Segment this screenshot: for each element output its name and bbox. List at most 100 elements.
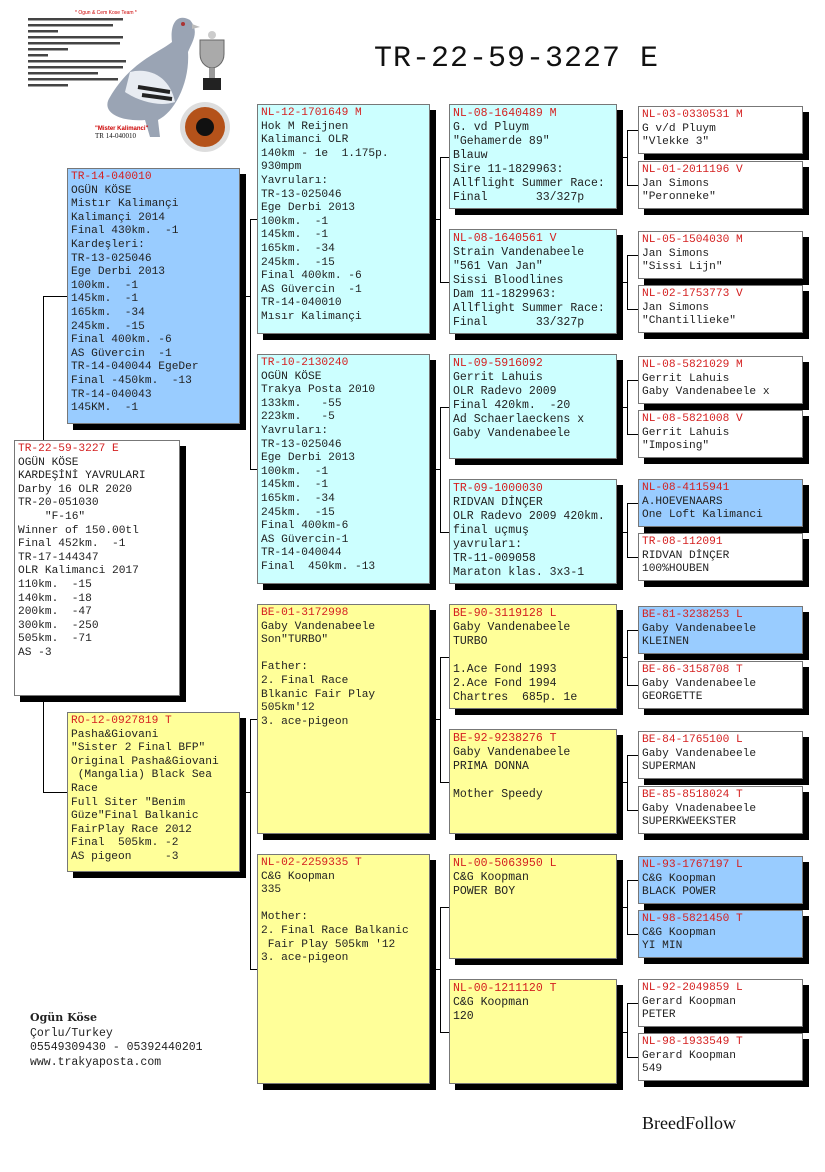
connector-line — [627, 1003, 628, 1057]
pigeon-info-line: Gerrit Lahuis — [642, 372, 730, 385]
pigeon-info-line: TR-14-040043 — [71, 388, 152, 401]
pigeon-info-line: Gerrit Lahuis — [642, 426, 730, 439]
pigeon-info-line: AS Güvercin -1 — [71, 347, 172, 360]
pigeon-info-line: AS Güvercin -1 — [261, 283, 362, 296]
breeder-website[interactable]: www.trakyaposta.com — [30, 1055, 162, 1069]
trophy-icon — [199, 31, 225, 90]
pigeon-info-line: SUPERMAN — [642, 761, 696, 774]
page-title: TR-22-59-3227 E — [374, 42, 660, 76]
pigeon-info-line: AS Güvercin-1 — [261, 533, 349, 546]
pigeon-info-line: Gaby Vandenabeele — [642, 677, 757, 690]
pigeon-info-line: 223km. -5 — [261, 411, 335, 424]
connector-line — [440, 156, 449, 158]
pigeon-info-line: TR-11-009058 — [453, 552, 536, 565]
pigeon-info-line: Son"TURBO" — [261, 634, 329, 647]
pigeon-info-line: C&G Koopman — [453, 871, 529, 884]
pigeon-info-line: Final 420km. -20 — [453, 399, 571, 412]
connector-line — [440, 156, 441, 282]
connector-line — [440, 906, 441, 1032]
pigeon-photo: * Ogun & Cem Kose Team * "Mister Kaliman… — [20, 2, 250, 157]
pigeon-info-line: 505km'12 — [261, 702, 315, 715]
connector-line — [627, 130, 638, 131]
connector-line — [250, 469, 257, 470]
ring-number: BE-85-8518024 T — [642, 789, 743, 801]
pigeon-info-line: Kalimanci OLR — [261, 134, 349, 147]
pigeon-info-line: Darby 16 OLR 2020 — [18, 483, 133, 496]
pigeon-info-line: Gaby Vandenabeele — [453, 621, 571, 634]
pigeon-info-line: "Gehamerde 89" — [453, 135, 550, 148]
connector-line — [250, 719, 257, 720]
ring-number: BE-81-3238253 L — [642, 609, 743, 621]
pigeon-info-line: Winner of 150.00tl — [18, 524, 139, 537]
pigeon-info-line: Final 450km. -13 — [261, 560, 376, 573]
pigeon-info-line: Ad Schaerlaeckens x — [453, 413, 585, 426]
connector-line — [627, 810, 638, 811]
pigeon-info-line: One Loft Kalimanci — [642, 509, 763, 522]
pigeon-info-line: 133km. -55 — [261, 397, 342, 410]
pigeon-info-line: YI MIN — [642, 940, 683, 953]
pigeon-info-line: TURBO — [453, 635, 488, 648]
connector-line — [627, 255, 638, 256]
pigeon-info-line: Allflight Summer Race: — [453, 302, 605, 315]
ring-number: TR-10-2130240 — [261, 357, 349, 369]
pigeon-info-line: 100km. -1 — [71, 279, 139, 292]
connector-line — [627, 255, 628, 309]
pigeon-info-line: Ege Derbi 2013 — [71, 266, 165, 279]
pigeon-info-line: 2. Final Race Balkanic — [261, 924, 409, 937]
pigeon-info-line: BLACK POWER — [642, 886, 716, 899]
pigeon-info-line: 245km. -15 — [71, 320, 145, 333]
pigeon-info-line — [261, 648, 426, 662]
pigeon-info-line: Ege Derbi 2013 — [261, 452, 355, 465]
pigeon-info-line: C&G Koopman — [642, 872, 716, 885]
pigeon-info-line: Jan Simons — [642, 247, 710, 260]
pigeon-info-line: Final 33/327p — [453, 191, 585, 204]
pigeon-info-line: A.HOEVENAARS — [642, 495, 723, 508]
ring-number: TR-09-1000030 — [453, 482, 543, 495]
pigeon-info-line: Maraton klas. 3x3-1 — [453, 566, 585, 579]
pigeon-info-line: Final -450km. -13 — [71, 374, 192, 387]
brand-logo: BreedFollow — [642, 1113, 736, 1133]
pigeon-info-line: Gaby Vnadenabeele — [642, 802, 757, 815]
ring-number: BE-86-3158708 T — [642, 664, 743, 676]
connector-line — [440, 1031, 449, 1033]
photo-caption-name: "Mister Kalimanci" — [95, 126, 149, 132]
pigeon-info-line: 145KM. -1 — [71, 402, 139, 415]
connector-line — [617, 156, 627, 158]
pigeon-info-line: final uçmuş — [453, 524, 529, 537]
ring-number: BE-92-9238276 T — [453, 732, 557, 745]
connector-line — [440, 406, 441, 532]
ring-number: NL-05-1504030 M — [642, 234, 743, 246]
pigeon-info-line: 165km. -34 — [71, 306, 145, 319]
